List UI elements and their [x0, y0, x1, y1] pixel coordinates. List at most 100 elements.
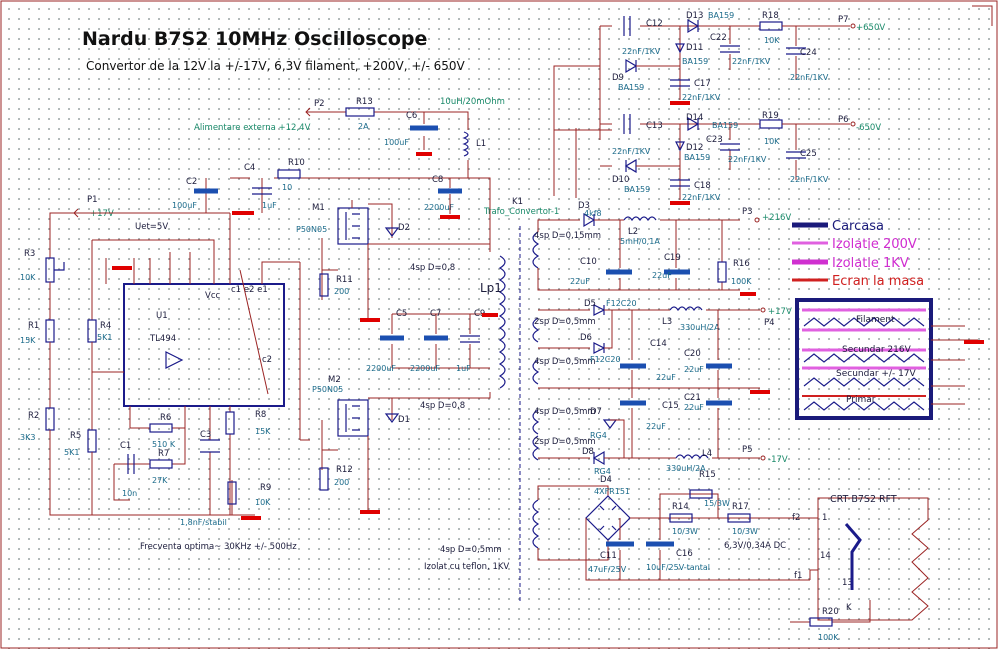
d11-label: D11: [686, 43, 703, 53]
sec-4sp-a: 4sp D=0,5mm: [534, 357, 596, 367]
r4-value: 5K1: [97, 333, 112, 342]
winding-filament: [532, 499, 540, 549]
mosfet-m2: [337, 399, 369, 437]
teflon-note: Izolat cu teflon, 1KV: [424, 562, 509, 572]
c20-value: 22uF: [684, 365, 704, 374]
d11-value: BA159: [682, 57, 708, 66]
r13-value: 2A: [358, 122, 369, 131]
hv-section: C12 22nF/1KV C13 22nF/1KV D9 BA159 D10 B…: [553, 5, 993, 205]
c7-value: 2200uF: [410, 364, 440, 373]
r19-value: 10K: [764, 137, 780, 146]
primary-note-1: 4sp D=0,8: [410, 263, 455, 273]
port-p7-label: P7: [838, 15, 849, 25]
wire-m1: [351, 200, 468, 245]
port-p3-voltage: +216V: [762, 213, 791, 223]
legend: Carcasa Izolatie 200V Izolatie 1KV Ecran…: [792, 219, 984, 420]
c9-value: 1uF: [456, 364, 471, 373]
c11-label: C11: [600, 551, 617, 561]
m1-label: M1: [312, 203, 325, 213]
r9-value: 10K: [255, 498, 271, 507]
supply-section: P2 Alimentare externa +12,4V R13 2A C6 1…: [194, 97, 559, 602]
d8-value: RG4: [594, 467, 611, 476]
legend-sec216: Secundar 216V: [842, 345, 912, 355]
mosfet-section: M1 P50N05 D2 R11 200 M2 P50N05 D1 R12 20…: [296, 177, 470, 514]
d13-label: D13: [686, 11, 703, 21]
d5-value: F12C20: [606, 299, 637, 308]
wire-p2-l1: [314, 111, 469, 178]
u1-value: TL494: [149, 334, 176, 344]
c2-value: 100uF: [172, 201, 197, 210]
d10-value: BA159: [624, 185, 650, 194]
r14-value: 10/3W: [672, 527, 698, 536]
r12-label: R12: [336, 465, 353, 475]
diode-d10: [624, 158, 637, 174]
c13-label: C13: [646, 121, 663, 131]
inductor-l4: [675, 454, 709, 460]
port-p6-label: P6: [838, 115, 849, 125]
resistor-r6: [149, 423, 173, 433]
c18-value: 22nF/1KV: [682, 193, 721, 202]
port-p1-voltage: +17V: [90, 209, 114, 219]
wire-heater: [585, 493, 818, 581]
c6-label: C6: [406, 111, 417, 121]
uet-note: Uet=5V: [135, 222, 168, 232]
ext-supply-note: Alimentare externa +12,4V: [194, 123, 311, 133]
r18-value: 10K: [764, 36, 780, 45]
c25-label: C25: [800, 149, 817, 159]
capacitor-c12-c13: [623, 16, 631, 134]
port-p6: [850, 121, 856, 127]
r16-value: 100K: [731, 277, 752, 286]
d3-label: D3: [578, 201, 590, 211]
diode-d1: [384, 413, 400, 423]
resistor-r9: [227, 481, 237, 505]
resistor-r5: [87, 429, 97, 453]
u1-vcc-pin: Vcc: [205, 291, 220, 301]
port-p3: [754, 217, 760, 223]
c22-label: C22: [710, 33, 727, 43]
d8-label: D8: [582, 447, 594, 457]
filament-turns: 4sp D=0,5mm: [440, 545, 502, 555]
l1-value: 10uH/20mOhm: [440, 97, 505, 107]
trafo-name: Trafo_Convertor-1: [483, 207, 559, 217]
c16-label: C16: [676, 549, 693, 559]
d1-label: D1: [398, 415, 410, 425]
wire-216v: [537, 219, 740, 291]
legend-filament: Filament: [856, 315, 895, 325]
resistor-r18: [759, 21, 783, 31]
r11-value: 200: [334, 287, 349, 296]
control-section: P1 +17V R3 10K R1 15K R2 3K3 U1 TL494 Vc…: [20, 158, 310, 552]
diagram-title: Nardu B7S2 10MHz Oscilloscope: [82, 28, 427, 50]
wire-c2-c4: [205, 177, 310, 213]
r9-label: R9: [260, 483, 271, 493]
c15-value: 22uF: [646, 422, 666, 431]
resistor-r10: [277, 169, 301, 179]
wire-c1: [113, 463, 130, 501]
c3-value: 1,8nF/stabil: [180, 518, 227, 527]
wire-r6-r7: [129, 406, 186, 465]
port-p2-label: P2: [314, 99, 325, 109]
wire-d5-l3: [604, 309, 760, 349]
port-p6-voltage: -650V: [856, 123, 881, 133]
sec-4sp-b: 4sp D=0,5mm: [534, 407, 596, 417]
legend-carcasa: Carcasa: [832, 219, 884, 234]
resistor-r13: [345, 107, 375, 117]
inductor-l3: [669, 306, 703, 312]
trim-r3: [54, 262, 65, 271]
c8-value: 2200uF: [424, 203, 454, 212]
wire-gnd-bus: [49, 430, 255, 516]
c12-value: 22nF/1KV: [622, 47, 661, 56]
r6-label: R6: [160, 413, 171, 423]
l4-label: L4: [702, 449, 712, 459]
resistor-r4: [87, 319, 97, 343]
resistor-r12: [319, 467, 329, 491]
c9-label: C9: [474, 309, 485, 319]
c24-label: C24: [800, 48, 817, 58]
c22-value: 22nF/1KV: [732, 57, 771, 66]
r1-value: 15K: [20, 336, 36, 345]
u1-opamp-symbol: [165, 351, 184, 369]
inductor-lp1: [498, 255, 506, 389]
wire-d9-d10: [636, 65, 680, 167]
wire-hv-chain: [679, 25, 760, 200]
